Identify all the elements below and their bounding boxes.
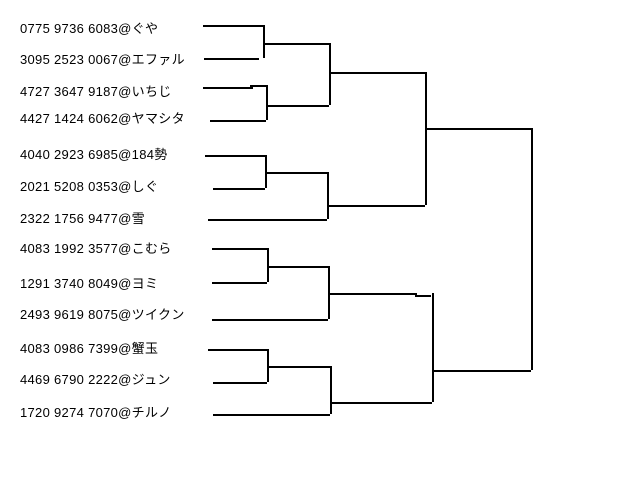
bracket-line	[330, 402, 432, 404]
bracket-line	[531, 128, 533, 370]
entry-label: 4469 6790 2222@ジュン	[20, 372, 171, 387]
bracket-line	[425, 72, 427, 205]
bracket-line	[267, 349, 269, 382]
bracket-line	[213, 188, 265, 190]
bracket-line	[432, 370, 531, 372]
bracket-line	[265, 172, 327, 174]
entry-label: 4083 0986 7399@蟹玉	[20, 341, 159, 356]
bracket-line	[212, 319, 328, 321]
entry-label: 2493 9619 8075@ツイクン	[20, 307, 185, 322]
entry-label: 0775 9736 6083@ぐや	[20, 21, 159, 36]
bracket-line	[267, 248, 269, 282]
entry-label: 4040 2923 6985@184勢	[20, 147, 168, 162]
bracket-line	[213, 382, 267, 384]
bracket-line	[330, 366, 332, 414]
entry-label: 3095 2523 0067@エファル	[20, 52, 185, 67]
bracket-line	[266, 85, 268, 120]
bracket-line	[328, 293, 415, 295]
bracket-line	[212, 282, 267, 284]
bracket-line	[203, 87, 253, 89]
entry-label: 2021 5208 0353@しぐ	[20, 179, 159, 194]
bracket-line	[267, 266, 328, 268]
bracket-line	[213, 414, 330, 416]
bracket-line	[329, 72, 425, 74]
bracket-line	[329, 43, 331, 105]
bracket-line	[212, 248, 267, 250]
bracket-line	[203, 25, 263, 27]
bracket-line	[250, 85, 266, 87]
entry-label: 2322 1756 9477@雪	[20, 211, 145, 226]
bracket-line	[208, 219, 327, 221]
bracket-line	[208, 349, 267, 351]
bracket-line	[432, 293, 434, 402]
bracket-line	[267, 366, 331, 368]
bracket-line	[205, 155, 265, 157]
bracket-line	[265, 155, 267, 188]
bracket-line	[263, 43, 329, 45]
bracket-line	[266, 105, 329, 107]
bracket-line	[263, 25, 265, 58]
bracket-line	[327, 205, 425, 207]
bracket-line	[415, 295, 431, 297]
bracket-line	[204, 58, 259, 60]
bracket-line	[425, 128, 531, 130]
entry-label: 4727 3647 9187@いちじ	[20, 84, 172, 99]
entry-label: 4083 1992 3577@こむら	[20, 241, 172, 256]
entry-label: 1291 3740 8049@ヨミ	[20, 276, 159, 291]
bracket-line	[327, 172, 329, 219]
bracket-line	[415, 293, 417, 295]
bracket-line	[328, 266, 330, 319]
entry-label: 1720 9274 7070@チルノ	[20, 405, 172, 420]
bracket-line	[210, 120, 266, 122]
entry-label: 4427 1424 6062@ヤマシタ	[20, 111, 185, 126]
